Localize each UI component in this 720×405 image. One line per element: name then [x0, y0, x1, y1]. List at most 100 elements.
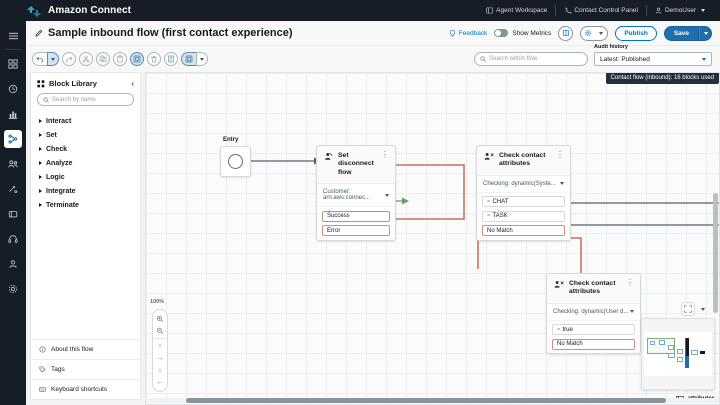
paste-icon[interactable] — [113, 52, 127, 66]
sidebar-item-agent[interactable] — [4, 255, 22, 273]
flow-search-placeholder: Search within flow — [489, 56, 538, 62]
fit-to-screen-button[interactable] — [681, 302, 695, 316]
layout-split-button[interactable] — [181, 52, 208, 66]
arrow-right-icon[interactable]: → — [156, 354, 164, 362]
flow-canvas[interactable]: Contact flow (inbound): 16 blocks used — [145, 72, 720, 405]
sidebar-item-headset[interactable] — [4, 230, 22, 248]
node-check-contact-attributes-1[interactable]: Check contact attributes ⋮ Checking: dyn… — [476, 145, 571, 241]
vertical-scrollbar[interactable] — [713, 193, 718, 313]
node-port-true[interactable]: = true — [552, 324, 635, 336]
sidebar-item-channels[interactable] — [4, 205, 22, 223]
block-category-analyze[interactable]: Analyze — [31, 156, 140, 170]
horizontal-scrollbar[interactable] — [186, 398, 666, 403]
minimap[interactable] — [641, 318, 715, 390]
check-attributes-icon — [484, 152, 494, 161]
entry-node[interactable]: Entry — [220, 137, 251, 177]
user-name-label: DemoUser — [664, 7, 696, 14]
block-category-integrate[interactable]: Integrate — [31, 184, 140, 198]
node-subtitle-row[interactable]: Customer: arn:aws:connec... — [317, 184, 395, 208]
block-category-logic[interactable]: Logic — [31, 170, 140, 184]
zoom-level-label: 100% — [150, 299, 165, 305]
undo-split-button[interactable] — [32, 52, 59, 66]
brand-logo-group[interactable]: Amazon Connect — [0, 4, 131, 18]
agent-workspace-link[interactable]: Agent Workspace — [478, 4, 555, 17]
sidebar-item-users[interactable] — [4, 155, 22, 173]
publish-button[interactable]: Publish — [615, 25, 657, 41]
layout-icon[interactable] — [181, 52, 196, 66]
keyboard-shortcuts-item[interactable]: Keyboard shortcuts — [31, 379, 140, 399]
port-label: Error — [327, 227, 341, 234]
block-category-check[interactable]: Check — [31, 142, 140, 156]
delete-icon[interactable] — [147, 52, 161, 66]
node-title: Check contact attributes — [569, 280, 616, 296]
block-category-terminate[interactable]: Terminate — [31, 198, 140, 212]
node-port-task[interactable]: = TASK — [482, 210, 565, 222]
copy-icon[interactable] — [96, 52, 110, 66]
tags-item[interactable]: Tags — [31, 359, 140, 379]
arrow-up-icon[interactable]: ↑ — [158, 342, 162, 350]
node-subtitle-row[interactable]: Checking: dynamic(Syste... — [477, 176, 570, 193]
sidebar-item-routing[interactable] — [4, 180, 22, 198]
workspace-icon — [486, 7, 493, 14]
arrow-down-icon[interactable]: ↓ — [158, 366, 162, 374]
zoom-in-icon[interactable] — [152, 313, 168, 325]
zoom-out-icon[interactable] — [152, 325, 168, 337]
user-menu[interactable]: DemoUser — [647, 4, 713, 17]
sidebar-item-flows[interactable] — [4, 130, 22, 148]
notes-icon[interactable] — [164, 52, 178, 66]
save-split-button[interactable]: Save — [663, 25, 712, 41]
feedback-link[interactable]: Feedback — [449, 30, 487, 37]
node-port-chat[interactable]: = CHAT — [482, 196, 565, 208]
minimap-viewport[interactable] — [644, 332, 712, 376]
arrow-left-icon[interactable]: ← — [156, 378, 164, 386]
category-label: Logic — [46, 173, 65, 181]
cut-icon[interactable] — [79, 52, 93, 66]
toolbar-buttons — [26, 52, 208, 66]
show-metrics-toggle[interactable]: Show Metrics — [494, 29, 551, 37]
chevron-right-icon — [39, 119, 42, 123]
block-category-interact[interactable]: Interact — [31, 114, 140, 128]
node-port-no-match-2[interactable]: No Match — [552, 338, 635, 350]
audit-history-select[interactable]: Latest: Published — [594, 52, 712, 66]
redo-icon[interactable] — [62, 52, 76, 66]
fit-chevron-down-icon[interactable] — [697, 302, 709, 316]
node-set-disconnect-flow[interactable]: Set disconnect flow ⋮ Customer: arn:aws:… — [316, 145, 396, 241]
pencil-icon[interactable] — [35, 29, 43, 37]
block-category-set[interactable]: Set — [31, 128, 140, 142]
nav-divider — [555, 5, 557, 16]
save-button[interactable]: Save — [663, 25, 699, 41]
node-port-success[interactable]: Success — [322, 210, 390, 222]
undo-chevron-down-icon[interactable] — [47, 52, 59, 66]
gear-icon[interactable] — [580, 25, 596, 41]
about-this-flow-item[interactable]: About this flow — [31, 339, 140, 359]
category-label: Set — [46, 131, 57, 139]
toggle-switch[interactable] — [494, 29, 509, 37]
nav-divider — [645, 5, 647, 16]
sidebar-item-clock[interactable] — [4, 80, 22, 98]
node-port-error[interactable]: Error — [322, 225, 390, 237]
settings-chevron-down-icon[interactable] — [595, 25, 609, 41]
save-template-button[interactable] — [558, 25, 574, 41]
undo-icon[interactable] — [32, 52, 47, 66]
save-chevron-down-icon[interactable] — [699, 25, 712, 41]
sidebar-item-settings[interactable] — [4, 280, 22, 298]
node-subtitle-row[interactable]: Checking: dynamic(User d... — [547, 304, 640, 321]
flow-search-input[interactable]: Search within flow — [474, 52, 588, 66]
audit-history-label: Audit history — [594, 44, 628, 50]
menu-toggle-button[interactable] — [0, 26, 26, 46]
node-check-contact-attributes-2[interactable]: Check contact attributes ⋮ Checking: dyn… — [546, 273, 641, 355]
contact-control-panel-link[interactable]: Contact Control Panel — [556, 4, 646, 17]
chevron-left-icon[interactable]: ‹ — [131, 79, 134, 88]
minimap-node — [677, 357, 683, 362]
sidebar-item-analytics[interactable] — [4, 105, 22, 123]
block-search-input[interactable]: Search by name — [37, 93, 134, 106]
page-title: Sample inbound flow (first contact exper… — [48, 27, 293, 39]
node-menu-icon[interactable]: ⋮ — [556, 150, 564, 159]
node-menu-icon[interactable]: ⋮ — [626, 278, 634, 287]
flow-settings-split-button[interactable] — [580, 25, 609, 41]
layout-chevron-down-icon[interactable] — [196, 52, 208, 66]
node-port-no-match[interactable]: No Match — [482, 225, 565, 237]
sidebar-item-dashboard[interactable] — [4, 55, 22, 73]
node-menu-icon[interactable]: ⋮ — [381, 150, 389, 159]
group-icon[interactable] — [130, 52, 144, 66]
